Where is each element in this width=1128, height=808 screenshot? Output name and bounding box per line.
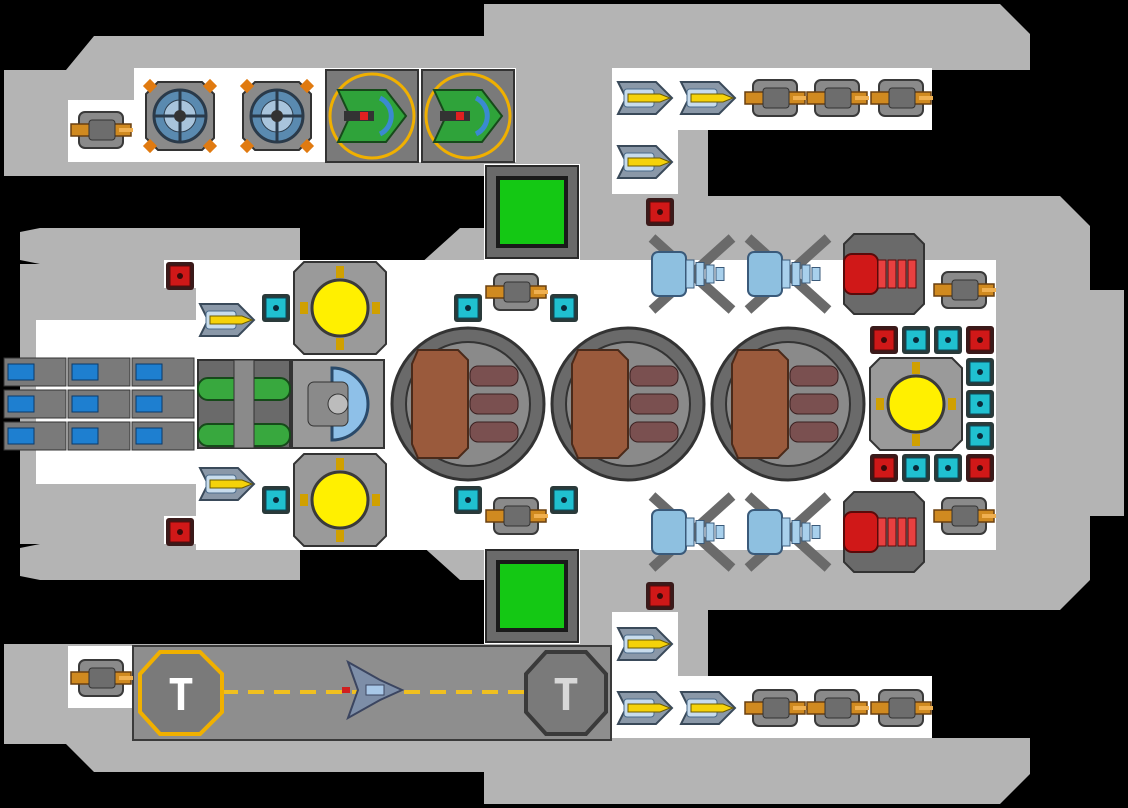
power-node-icon[interactable] bbox=[262, 294, 290, 322]
power-node-icon[interactable] bbox=[966, 358, 994, 386]
armor-block-icon[interactable] bbox=[485, 549, 579, 643]
battery-icon[interactable] bbox=[131, 357, 195, 387]
shield-dome-icon[interactable] bbox=[291, 359, 385, 449]
battery-icon[interactable] bbox=[3, 389, 67, 419]
red-node-icon[interactable] bbox=[646, 582, 674, 610]
orange-turret-icon[interactable] bbox=[744, 79, 807, 117]
orange-turret-icon[interactable] bbox=[70, 659, 133, 697]
thruster-icon[interactable] bbox=[744, 492, 832, 572]
large-engine-icon[interactable] bbox=[550, 326, 706, 482]
red-node-icon[interactable] bbox=[166, 262, 194, 290]
power-node-icon[interactable] bbox=[966, 390, 994, 418]
small-fighter-icon[interactable] bbox=[342, 659, 405, 721]
missile-launcher-icon[interactable] bbox=[616, 145, 674, 179]
red-node-icon[interactable] bbox=[166, 518, 194, 546]
orange-turret-icon[interactable] bbox=[485, 497, 548, 535]
armor-block-icon[interactable] bbox=[485, 165, 579, 259]
power-node-icon[interactable] bbox=[454, 486, 482, 514]
power-node-icon[interactable] bbox=[550, 486, 578, 514]
orange-turret-icon[interactable] bbox=[806, 79, 869, 117]
reactor-icon[interactable] bbox=[293, 261, 387, 355]
power-node-icon[interactable] bbox=[902, 326, 930, 354]
orange-turret-icon[interactable] bbox=[933, 497, 996, 535]
green-cannon-icon[interactable] bbox=[421, 69, 515, 163]
hangar-bay[interactable]: T T bbox=[132, 645, 612, 741]
missile-launcher-icon[interactable] bbox=[679, 81, 737, 115]
red-node-icon[interactable] bbox=[870, 326, 898, 354]
battery-icon[interactable] bbox=[67, 357, 131, 387]
orange-turret-icon[interactable] bbox=[870, 689, 933, 727]
battery-icon[interactable] bbox=[131, 389, 195, 419]
large-engine-icon[interactable] bbox=[710, 326, 866, 482]
large-engine-icon[interactable] bbox=[390, 326, 546, 482]
missile-launcher-icon[interactable] bbox=[616, 627, 674, 661]
power-node-icon[interactable] bbox=[262, 486, 290, 514]
reactor-icon[interactable] bbox=[293, 453, 387, 547]
thruster-icon[interactable] bbox=[744, 234, 832, 314]
shield-generator-icon[interactable] bbox=[142, 78, 218, 154]
missile-launcher-icon[interactable] bbox=[198, 303, 256, 337]
battery-icon[interactable] bbox=[67, 421, 131, 451]
orange-turret-icon[interactable] bbox=[870, 79, 933, 117]
hangar-end-marker-label: T bbox=[553, 670, 580, 721]
power-node-icon[interactable] bbox=[454, 294, 482, 322]
red-node-icon[interactable] bbox=[966, 326, 994, 354]
green-cannon-icon[interactable] bbox=[325, 69, 419, 163]
missile-launcher-icon[interactable] bbox=[616, 691, 674, 725]
battery-icon[interactable] bbox=[3, 421, 67, 451]
red-node-icon[interactable] bbox=[870, 454, 898, 482]
power-node-icon[interactable] bbox=[966, 422, 994, 450]
hangar-start-marker-label: T bbox=[168, 670, 195, 721]
battery-icon[interactable] bbox=[3, 357, 67, 387]
missile-launcher-icon[interactable] bbox=[198, 467, 256, 501]
power-node-icon[interactable] bbox=[934, 454, 962, 482]
hangar-end-marker[interactable]: T bbox=[524, 650, 608, 736]
reactor-icon[interactable] bbox=[869, 357, 963, 451]
red-node-icon[interactable] bbox=[646, 198, 674, 226]
thruster-icon[interactable] bbox=[648, 234, 736, 314]
missile-launcher-icon[interactable] bbox=[616, 81, 674, 115]
missile-launcher-icon[interactable] bbox=[679, 691, 737, 725]
hangar-start-marker[interactable]: T bbox=[138, 650, 224, 736]
orange-turret-icon[interactable] bbox=[933, 271, 996, 309]
power-node-icon[interactable] bbox=[934, 326, 962, 354]
thruster-icon[interactable] bbox=[648, 492, 736, 572]
red-thruster-icon[interactable] bbox=[843, 233, 925, 315]
battery-icon[interactable] bbox=[67, 389, 131, 419]
orange-turret-icon[interactable] bbox=[485, 273, 548, 311]
orange-turret-icon[interactable] bbox=[806, 689, 869, 727]
shield-generator-icon[interactable] bbox=[239, 78, 315, 154]
orange-turret-icon[interactable] bbox=[744, 689, 807, 727]
power-node-icon[interactable] bbox=[902, 454, 930, 482]
red-node-icon[interactable] bbox=[966, 454, 994, 482]
battery-icon[interactable] bbox=[131, 421, 195, 451]
green-engine-pod-icon[interactable] bbox=[197, 359, 291, 449]
power-node-icon[interactable] bbox=[550, 294, 578, 322]
red-thruster-icon[interactable] bbox=[843, 491, 925, 573]
components-layer bbox=[3, 69, 996, 727]
orange-turret-icon[interactable] bbox=[70, 111, 133, 149]
